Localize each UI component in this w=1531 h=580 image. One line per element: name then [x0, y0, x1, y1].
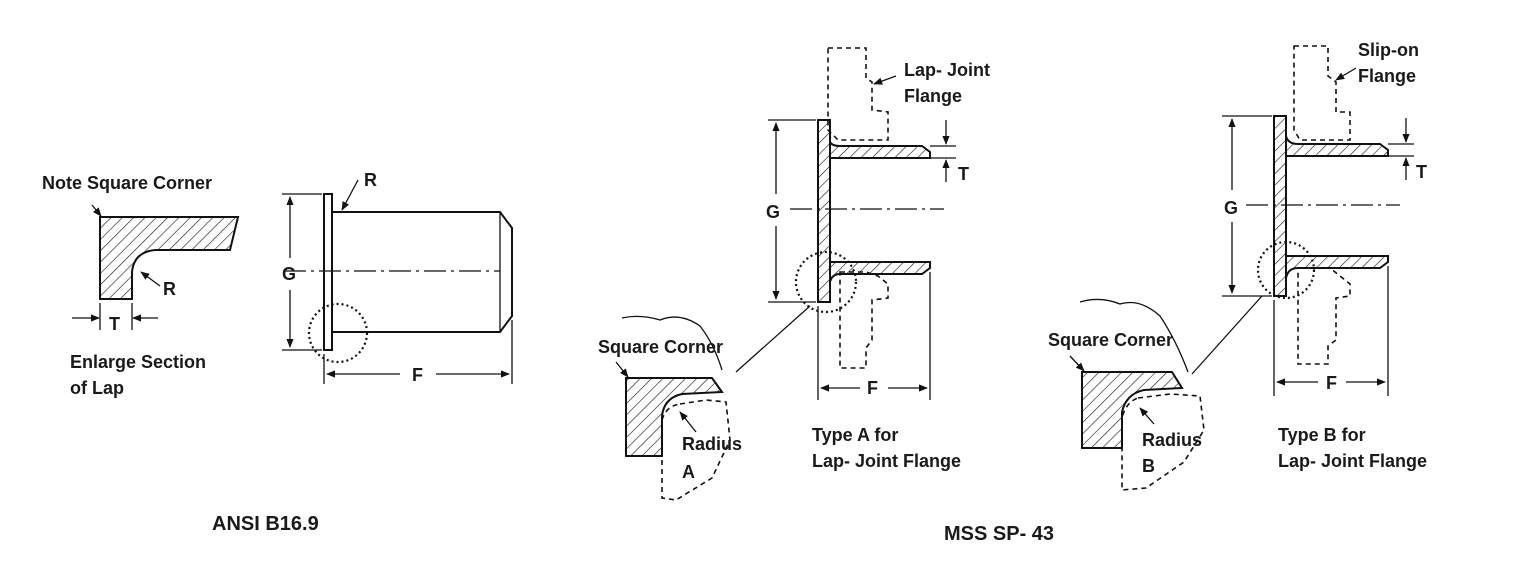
type-b-flange-label-line1: Slip-on [1358, 40, 1419, 60]
type-b-flange-label-line2: Flange [1358, 66, 1416, 86]
type-b-drawing [1069, 45, 1414, 491]
type-a-flange-label-line1: Lap- Joint [904, 60, 990, 80]
ansi-caption: ANSI B16.9 [212, 513, 319, 535]
type-a-description-line2: Lap- Joint Flange [812, 451, 961, 471]
type-b-f-dimension-label: F [1326, 373, 1337, 393]
type-b-square-corner-label: Square Corner [1048, 330, 1173, 350]
stub-g-dimension-label: G [282, 264, 296, 284]
ansi-stub-end [282, 179, 513, 384]
type-b-description-line2: Lap- Joint Flange [1278, 451, 1427, 471]
type-b-t-dimension-label: T [1416, 162, 1427, 182]
section-thickness-label: T [109, 314, 120, 334]
type-b-radius-label-line1: Radius [1142, 430, 1202, 450]
section-radius-label: R [163, 279, 176, 299]
type-a-t-dimension-label: T [958, 164, 969, 184]
type-a-square-corner-label: Square Corner [598, 337, 723, 357]
type-a-drawing [615, 47, 956, 501]
type-a-description-line1: Type A for [812, 425, 898, 445]
enlarge-section-label-line2: of Lap [70, 378, 124, 398]
type-a-flange-label-line2: Flange [904, 86, 962, 106]
enlarge-section-label-line1: Enlarge Section [70, 352, 206, 372]
type-a-radius-label-line1: Radius [682, 434, 742, 454]
type-a-f-dimension-label: F [867, 378, 878, 398]
note-square-corner-label: Note Square Corner [42, 173, 212, 193]
type-a-radius-label-line2: A [682, 462, 695, 482]
type-b-g-dimension-label: G [1224, 198, 1238, 218]
type-b-description-line1: Type B for [1278, 425, 1366, 445]
enlarged-lap-section [72, 204, 240, 330]
mss-caption: MSS SP- 43 [944, 523, 1054, 545]
stub-radius-label: R [364, 170, 377, 190]
type-a-g-dimension-label: G [766, 202, 780, 222]
type-b-radius-label-line2: B [1142, 456, 1155, 476]
stub-f-dimension-label: F [412, 365, 423, 385]
